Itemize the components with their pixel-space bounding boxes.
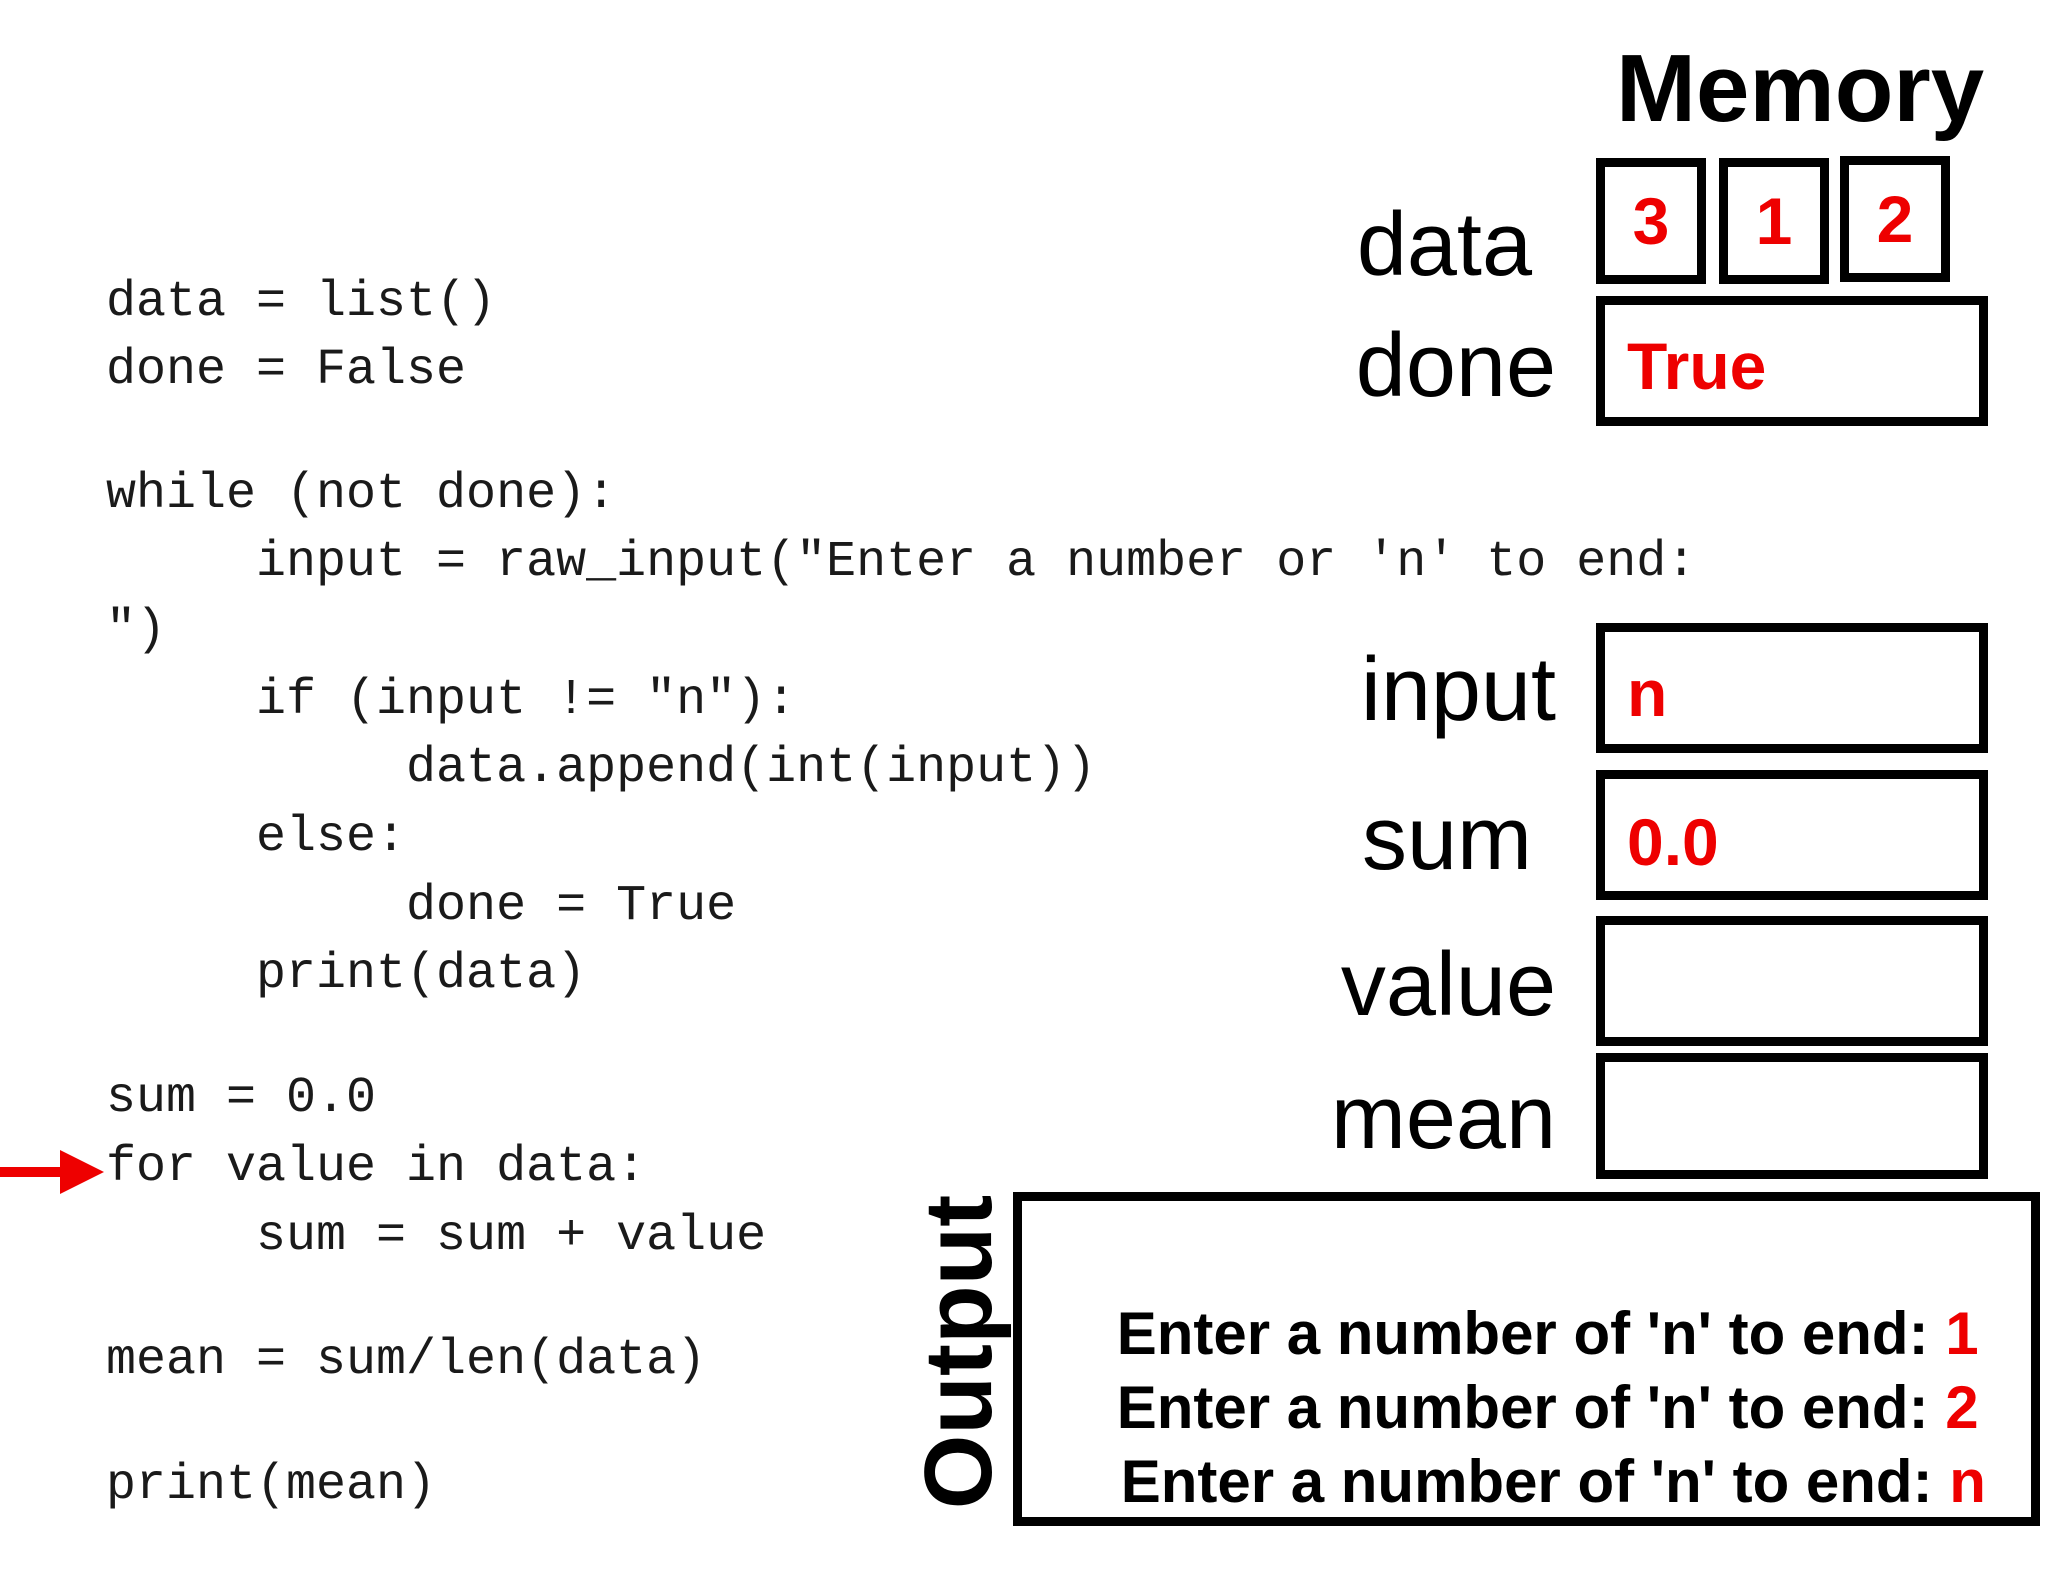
code-line: if (input != "n"): — [106, 672, 797, 729]
output-label: Output — [905, 1194, 1012, 1510]
code-line: done = True — [106, 878, 737, 935]
current-line-arrow-icon — [0, 1150, 104, 1194]
var-label-done: done — [1355, 316, 1556, 416]
input-value: n — [1627, 656, 1668, 730]
code-line: print(data) — [106, 946, 587, 1003]
data-cell: 2 — [1840, 156, 1950, 282]
code-line: data = list() — [106, 274, 497, 331]
code-line: ") — [106, 602, 167, 659]
var-label-data: data — [1356, 195, 1532, 295]
output-line: Enter a number of 'n' to end: 2 — [1050, 1303, 1979, 1513]
done-box: True — [1596, 296, 1988, 426]
code-line: done = False — [106, 342, 467, 399]
code-line: data.append(int(input)) — [106, 740, 1097, 797]
code-line: sum = sum + value — [106, 1208, 767, 1265]
code-line: while (not done): — [106, 466, 617, 523]
memory-title: Memory — [1616, 35, 1985, 142]
input-box: n — [1596, 623, 1988, 753]
mean-box — [1596, 1053, 1988, 1179]
output-prompt: Enter a number of 'n' to end: — [1120, 1448, 1950, 1515]
sum-value: 0.0 — [1627, 805, 1719, 879]
output-response: 2 — [1945, 1374, 1979, 1441]
code-line: input = raw_input("Enter a number or 'n'… — [106, 534, 1697, 591]
output-line: Enter a number of 'n' to end: n — [1054, 1377, 1986, 1587]
output-response: n — [1949, 1448, 1986, 1515]
done-value: True — [1627, 329, 1767, 403]
code-line-current: for value in data: — [106, 1139, 647, 1196]
output-response: 1 — [1945, 1300, 1979, 1367]
output-box: Enter a number of 'n' to end: 1 Enter a … — [1013, 1192, 2040, 1526]
code-line: print(mean) — [106, 1457, 437, 1514]
code-line: else: — [106, 809, 407, 866]
code-line: sum = 0.0 — [106, 1070, 377, 1127]
var-label-sum: sum — [1361, 789, 1532, 889]
var-label-mean: mean — [1330, 1068, 1556, 1168]
var-label-input: input — [1360, 640, 1556, 740]
data-cell: 1 — [1719, 158, 1829, 284]
value-box — [1596, 916, 1988, 1046]
var-label-value: value — [1340, 935, 1556, 1035]
output-line: Enter a number of 'n' to end: 1 — [1050, 1229, 1979, 1439]
output-prompt: Enter a number of 'n' to end: — [1116, 1300, 1946, 1367]
sum-box: 0.0 — [1596, 770, 1988, 900]
code-line: mean = sum/len(data) — [106, 1332, 707, 1389]
output-prompt: Enter a number of 'n' to end: — [1116, 1374, 1946, 1441]
data-cell: 3 — [1596, 158, 1706, 284]
